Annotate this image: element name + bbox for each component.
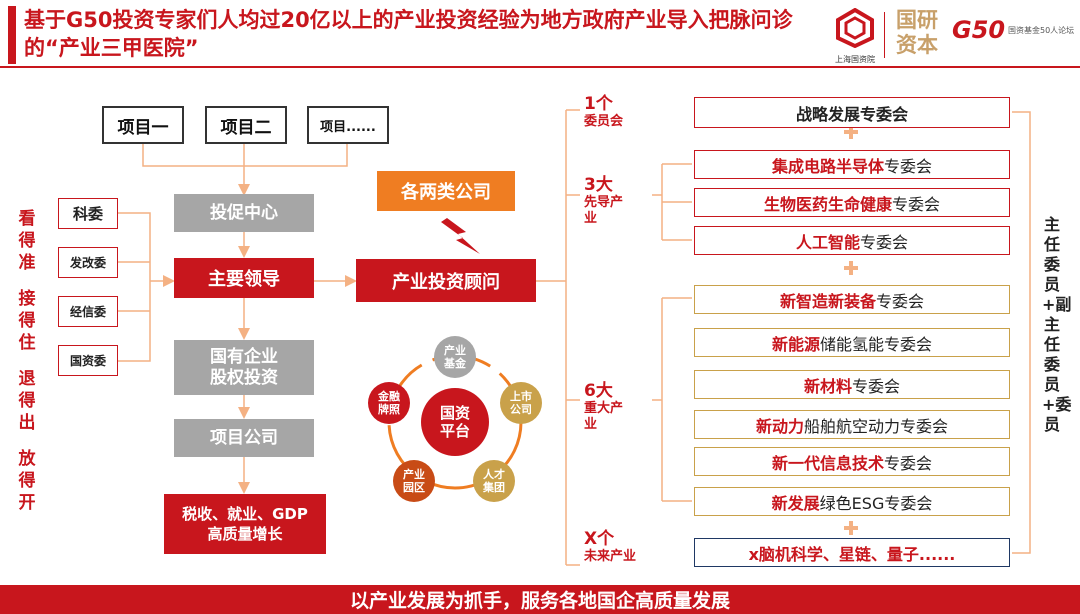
category-future-num: X个 — [584, 529, 615, 549]
committee-leading-1-bold: 集成电路半导体 — [771, 156, 884, 176]
research-capital-logo: 国研 资本 — [892, 8, 942, 60]
outcome-box: 税收、就业、GDP高质量增长 — [164, 494, 326, 554]
research-logo-line1: 国研 — [896, 8, 938, 32]
committee-major-3-rest: 专委会 — [852, 376, 901, 396]
slogan-catch: 接得住 — [18, 289, 36, 353]
committee-strategy: 战略发展专委会 — [694, 97, 1010, 128]
committee-future-label: x脑机科学、星链、量子...... — [748, 544, 956, 564]
right-side-text: 主任委员+副主任委员+委员 — [1042, 215, 1072, 434]
platform-node-finance: 金融牌照 — [368, 382, 410, 424]
slogan-see: 看得准 — [18, 209, 36, 273]
committee-major-6-bold: 新发展 — [771, 493, 820, 513]
category-future: X个 未来产业 — [584, 530, 664, 565]
committee-major-4-bold: 新动力 — [755, 416, 804, 436]
main-leader-box: 主要领导 — [174, 258, 314, 298]
left-side-text: 看得准 接得住 退得出 放得开 — [14, 208, 40, 514]
committee-major-3-bold: 新材料 — [803, 376, 852, 396]
logo-divider — [884, 12, 885, 58]
category-major: 6大 重大产业 — [584, 382, 624, 433]
org-science-commission: 科委 — [58, 198, 118, 229]
project-box-1: 项目一 — [102, 106, 184, 144]
committee-major-1-bold: 新智造新装备 — [779, 291, 876, 311]
category-leading: 3大 先导产业 — [584, 176, 624, 227]
platform-node-listed: 上市公司 — [500, 382, 542, 424]
committee-major-1-rest: 专委会 — [876, 291, 925, 311]
slogan-exit: 退得出 — [18, 369, 36, 433]
g50-logo: G50 国资基金50人论坛 — [952, 14, 1076, 54]
platform-node-park: 产业园区 — [393, 460, 435, 502]
category-committee-label: 委员会 — [584, 114, 624, 129]
committee-major-5-bold: 新一代信息技术 — [771, 453, 884, 473]
committee-major-5-rest: 专委会 — [884, 453, 933, 473]
org-economy-info: 经信委 — [58, 296, 118, 327]
promo-center-box: 投促中心 — [174, 194, 314, 232]
both-companies-box: 各两类公司 — [377, 171, 515, 211]
title-accent-bar — [8, 6, 16, 64]
committee-leading-2: 生物医药生命健康专委会 — [694, 188, 1010, 217]
page-title: 基于G50投资专家们人均过20亿以上的产业投资经验为地方政府产业导入把脉问诊的“… — [24, 8, 793, 60]
lightning-icon — [441, 218, 480, 254]
project-box-2: 项目二 — [205, 106, 287, 144]
committee-leading-2-bold: 生物医药生命健康 — [763, 194, 892, 214]
committee-major-4-rest: 船舶航空动力专委会 — [804, 416, 949, 436]
platform-center: 国资平台 — [421, 388, 489, 456]
committee-future: x脑机科学、星链、量子...... — [694, 538, 1010, 567]
platform-node-fund: 产业基金 — [434, 336, 476, 378]
slogan-open: 放得开 — [18, 449, 36, 513]
shanghai-logo: 上海国资院 — [832, 7, 878, 64]
project-box-more: 项目...... — [307, 106, 389, 144]
committee-major-6: 新发展绿色ESG专委会 — [694, 487, 1010, 516]
committee-major-1: 新智造新装备专委会 — [694, 285, 1010, 314]
org-development-reform: 发改委 — [58, 247, 118, 278]
committee-major-2-rest: 储能氢能专委会 — [820, 334, 933, 354]
category-major-num: 6大 — [584, 381, 613, 401]
committee-major-2: 新能源储能氢能专委会 — [694, 328, 1010, 357]
footer-banner: 以产业发展为抓手，服务各地国企高质量发展 — [0, 585, 1080, 614]
category-committee-num: 1个 — [584, 94, 613, 114]
committee-leading-2-rest: 专委会 — [892, 194, 941, 214]
committee-strategy-label: 战略发展专委会 — [795, 104, 908, 124]
industry-advisor-box: 产业投资顾问 — [356, 259, 536, 302]
category-future-label: 未来产业 — [584, 549, 637, 564]
committee-leading-3: 人工智能专委会 — [694, 226, 1010, 255]
committee-major-4: 新动力船舶航空动力专委会 — [694, 410, 1010, 439]
committee-major-5: 新一代信息技术专委会 — [694, 447, 1010, 476]
committee-leading-1: 集成电路半导体专委会 — [694, 150, 1010, 179]
platform-node-talent: 人才集团 — [473, 460, 515, 502]
committee-leading-3-bold: 人工智能 — [795, 232, 860, 252]
category-leading-label: 先导产业 — [584, 195, 624, 226]
project-company-box: 项目公司 — [174, 419, 314, 457]
category-major-label: 重大产业 — [584, 401, 624, 432]
committee-leading-1-rest: 专委会 — [884, 156, 933, 176]
soe-equity-box: 国有企业股权投资 — [174, 340, 314, 395]
category-committee: 1个 委员会 — [584, 95, 654, 130]
org-sasac: 国资委 — [58, 345, 118, 376]
committee-major-3: 新材料专委会 — [694, 370, 1010, 399]
shanghai-logo-icon — [836, 7, 874, 49]
committee-major-6-rest: 绿色ESG专委会 — [819, 493, 933, 513]
research-logo-line2: 资本 — [896, 33, 938, 57]
committee-leading-3-rest: 专委会 — [860, 232, 909, 252]
shanghai-logo-label: 上海国资院 — [835, 55, 875, 64]
g50-logo-mark: G50 — [952, 16, 1006, 44]
category-leading-num: 3大 — [584, 175, 613, 195]
g50-logo-caption: 国资基金50人论坛 — [1008, 26, 1075, 35]
title-divider — [0, 66, 1080, 68]
committee-major-2-bold: 新能源 — [771, 334, 820, 354]
